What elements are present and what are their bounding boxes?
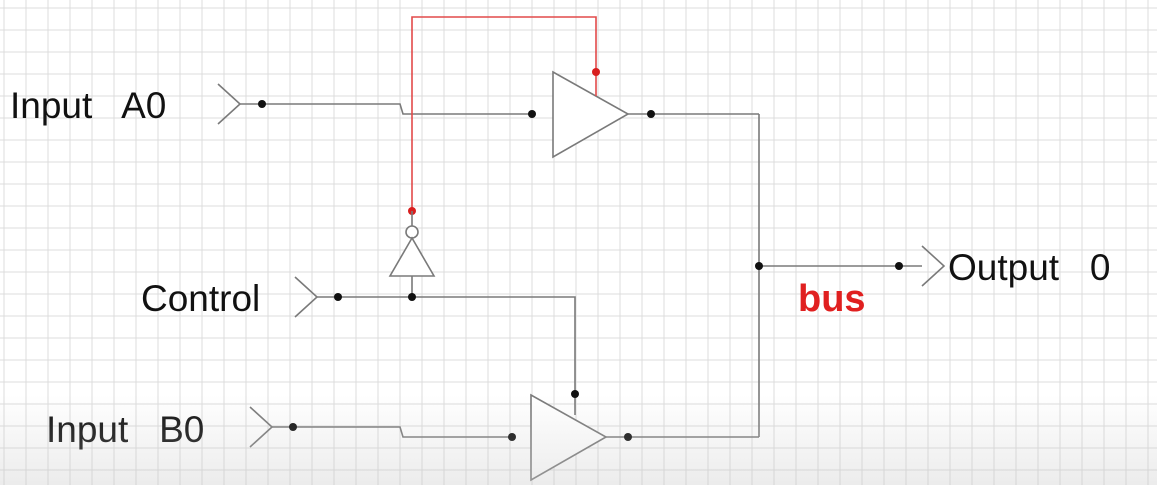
label-output: Output 0 [948, 247, 1111, 288]
enable-wire-a [411, 16, 597, 211]
node-input-a [258, 100, 266, 108]
control-pin [294, 276, 319, 318]
node-bus [755, 262, 763, 270]
node-input-b [289, 423, 297, 431]
wire-input-a [240, 103, 532, 115]
not-gate-bubble [405, 225, 419, 239]
node-buffer-b-in [508, 433, 516, 441]
node-buffer-b-out [624, 433, 632, 441]
node-enable-b [571, 390, 579, 398]
wire-input-b [272, 426, 512, 438]
node-control-junction [408, 293, 416, 301]
wire-control [317, 296, 576, 415]
label-control: Control [141, 278, 260, 319]
tristate-buffer-a [552, 70, 630, 159]
output-pin [921, 245, 946, 287]
node-control [334, 293, 342, 301]
label-bus: bus [798, 278, 866, 320]
node-buffer-a-out [647, 110, 655, 118]
node-enable-a [592, 68, 600, 76]
node-output [895, 262, 903, 270]
input-b-pin [249, 406, 274, 448]
label-input-a: Input A0 [10, 85, 166, 126]
label-input-b: Input B0 [46, 409, 204, 450]
not-gate [388, 236, 436, 277]
node-buffer-a-in [528, 110, 536, 118]
tristate-buffer-b [530, 393, 608, 482]
